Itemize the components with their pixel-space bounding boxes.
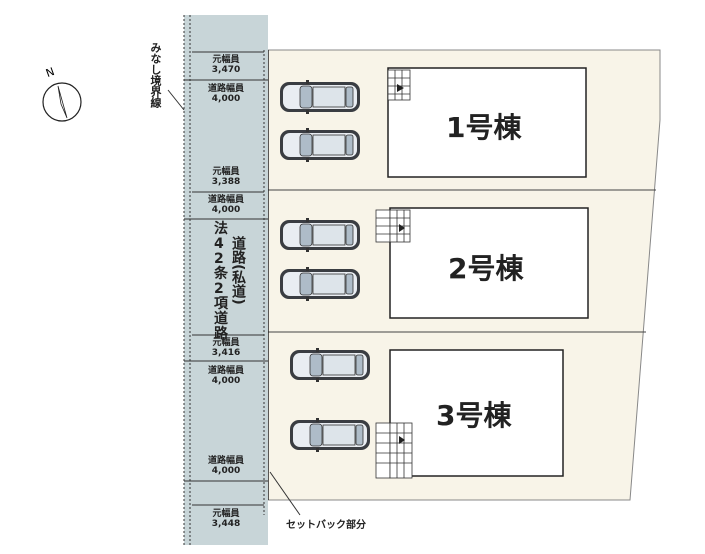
building-3 [389, 349, 564, 477]
entrance-grid [375, 69, 413, 479]
car-icon [280, 218, 360, 252]
north-compass [42, 82, 82, 122]
car-icon [280, 267, 360, 301]
car-icon [290, 348, 370, 382]
car-icon [280, 80, 360, 114]
road-type-label: 法42条2項道路 [214, 221, 228, 342]
setback-leader [269, 471, 301, 516]
building-1 [387, 67, 587, 178]
road [184, 15, 268, 545]
building-3-label: 3号棟 [436, 399, 512, 432]
building-2 [389, 207, 589, 319]
building-1-label: 1号棟 [446, 111, 522, 144]
car-icon [290, 418, 370, 452]
car-icon [280, 128, 360, 162]
boundary-label: みなし境界線 [149, 42, 162, 108]
road-private-label: 道路(私道) [230, 236, 246, 305]
boundary-leader [167, 89, 185, 111]
building-2-label: 2号棟 [448, 252, 524, 285]
setback-label: セットバック部分 [286, 520, 366, 531]
